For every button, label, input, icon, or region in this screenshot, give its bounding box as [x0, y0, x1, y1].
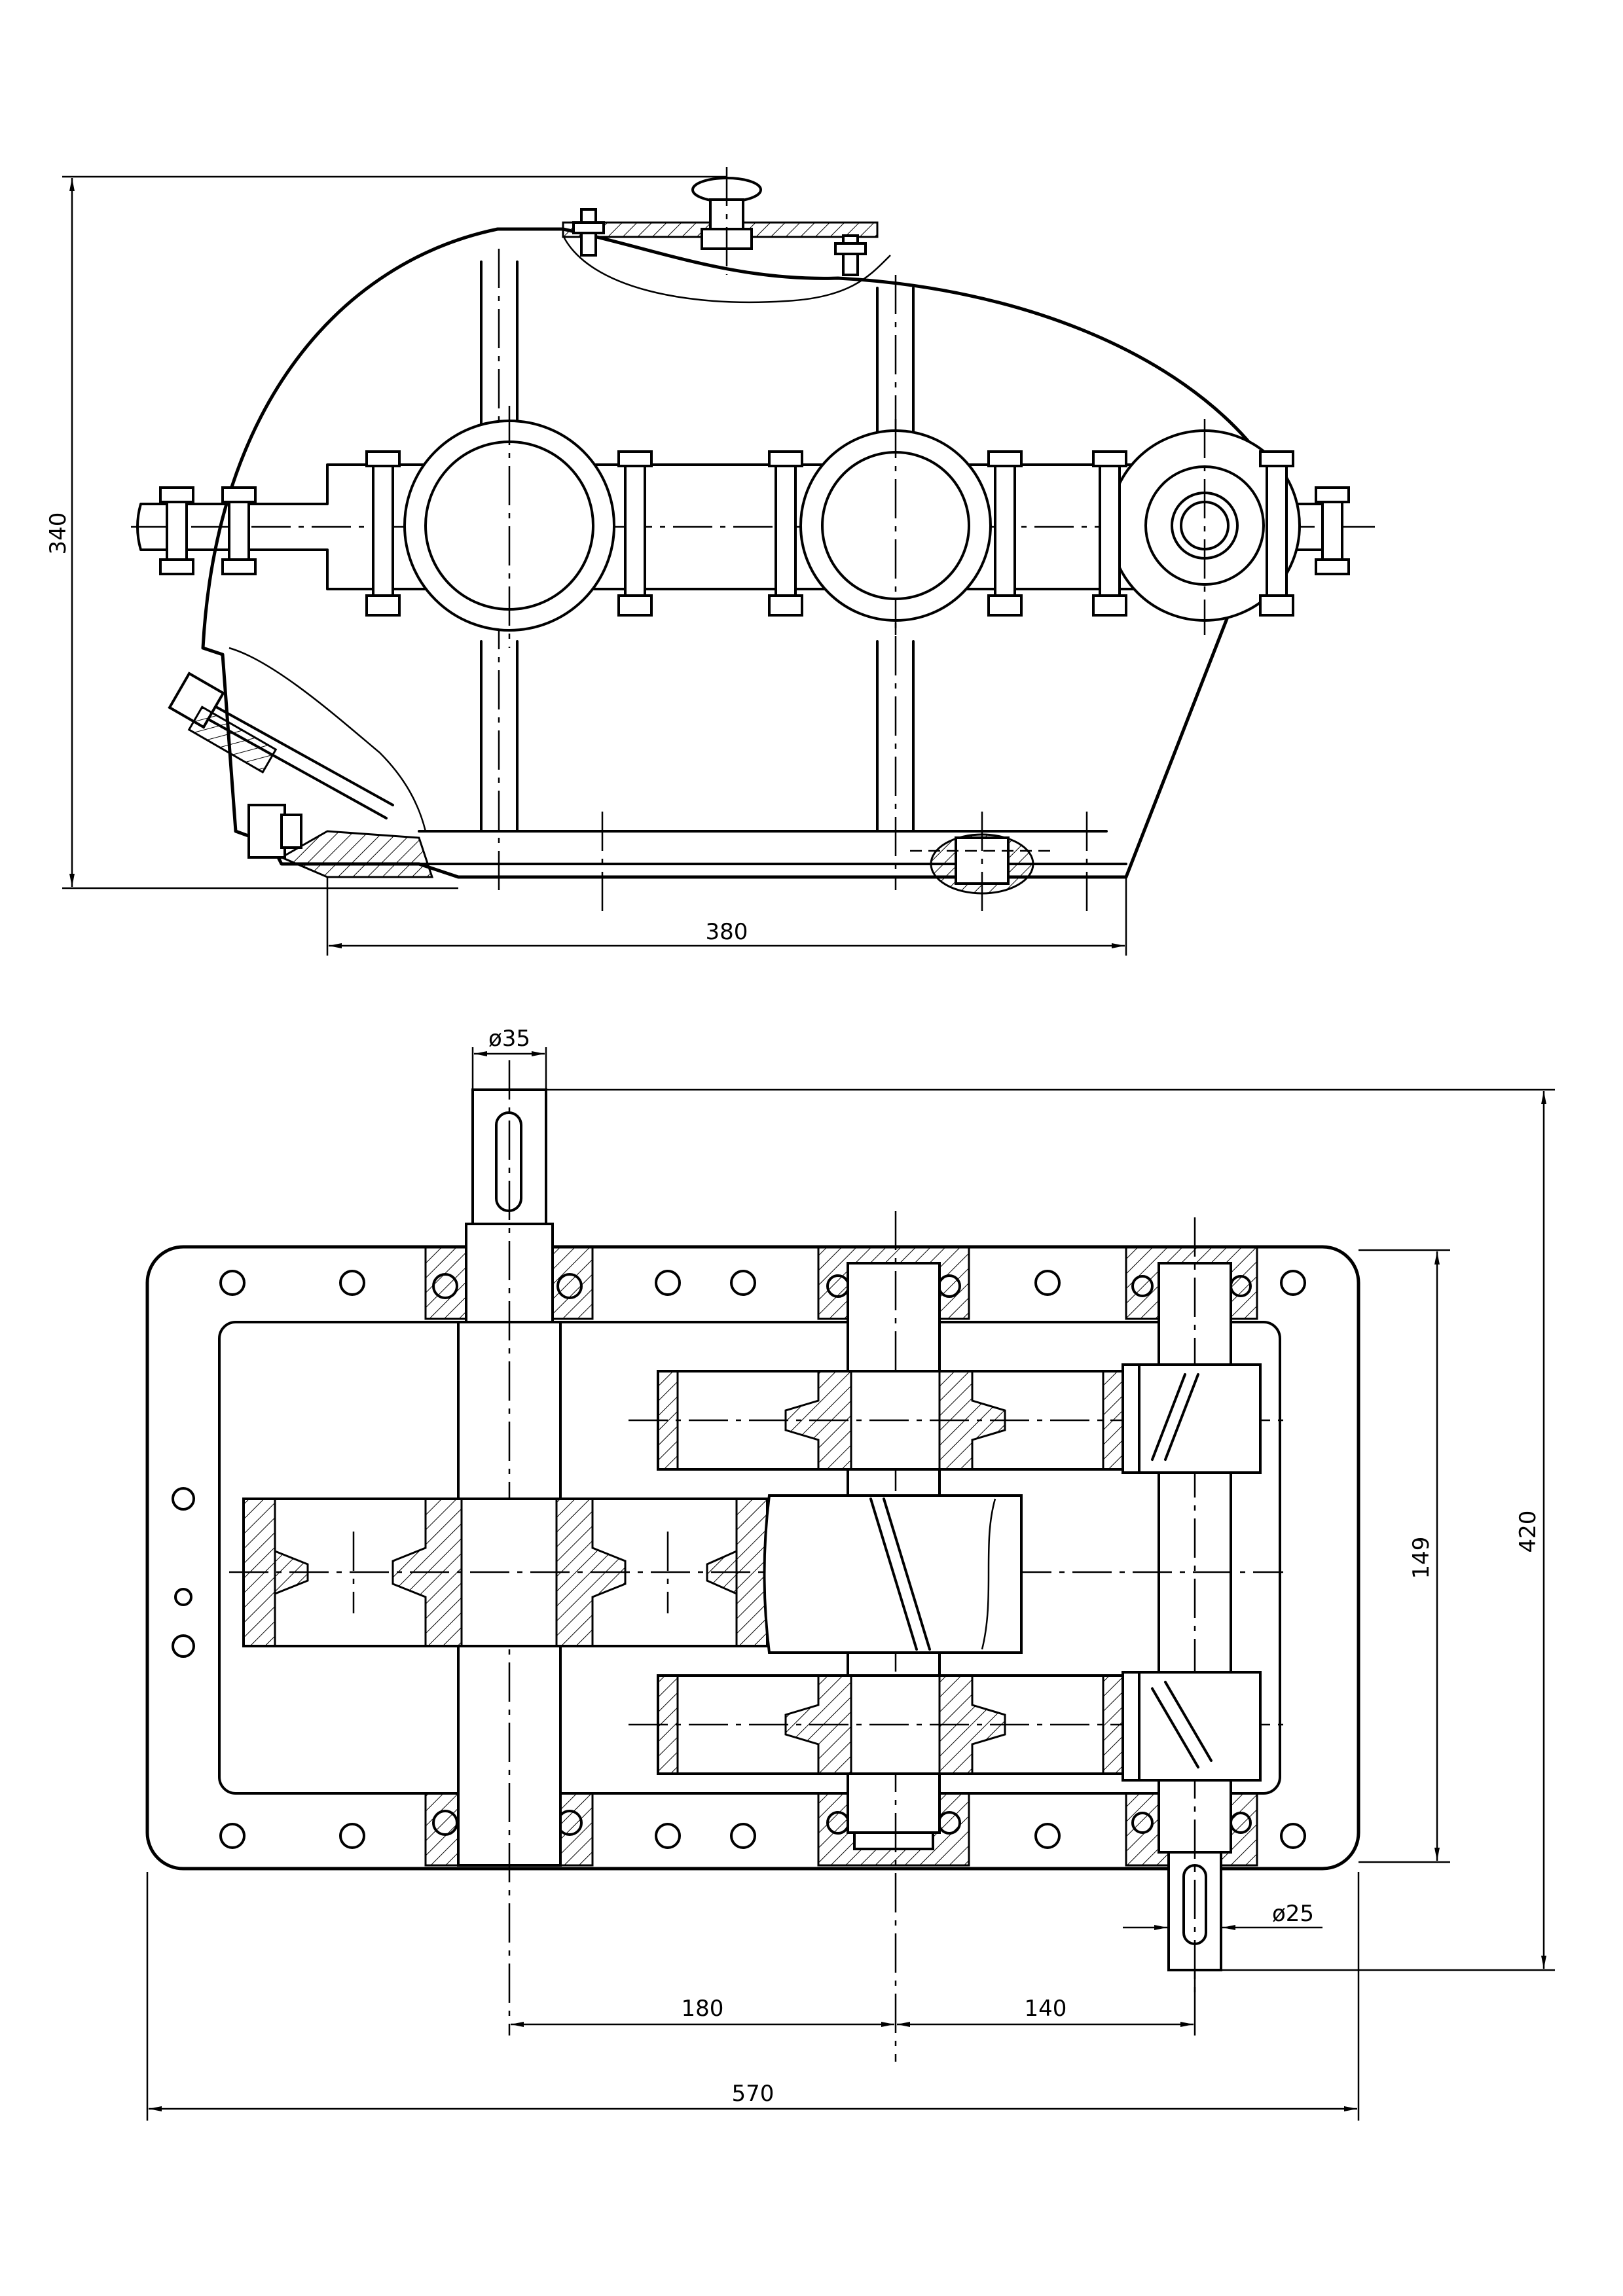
base-length-label: 380 — [706, 919, 748, 945]
helical-gear-upper-right — [1122, 1363, 1262, 1474]
housing-depth-label: 149 — [1408, 1537, 1434, 1579]
height-dimension-label: 340 — [45, 512, 71, 555]
elevation-view: 340 380 — [45, 167, 1375, 956]
flange-bolts — [159, 450, 1350, 617]
housing-outline — [201, 227, 1259, 879]
bearing-boss-right — [1108, 419, 1301, 635]
helical-pinion-center — [763, 1494, 1023, 1654]
housing-base — [418, 812, 1127, 916]
dimension-housing-depth: 149 — [1359, 1249, 1450, 1863]
ball-bearings — [432, 1273, 1252, 1836]
input-shaft-diameter-label: ø35 — [488, 1026, 530, 1052]
bearing-boss-middle — [799, 419, 992, 635]
dimension-output-diameter: ø25 — [1123, 1901, 1322, 1930]
center-distance-second-label: 140 — [1025, 1996, 1067, 2022]
vent-plug-icon — [691, 167, 762, 275]
cover-bolt-left — [572, 208, 605, 257]
plan-housing-inner — [218, 1321, 1281, 1795]
dimension-base-length: 380 — [326, 877, 1127, 956]
second-stage-gear-upper — [629, 1370, 1283, 1471]
overall-depth-label: 420 — [1515, 1511, 1541, 1553]
dimension-overall-length: 570 — [146, 1872, 1360, 2121]
cover-bolt-right — [834, 234, 867, 276]
oil-dipstick-icon — [168, 647, 434, 878]
helical-gear-lower-right — [1122, 1671, 1262, 1782]
top-cutaway-line — [562, 235, 891, 304]
plan-housing-outer — [145, 1245, 1360, 1871]
dimension-input-diameter: ø35 — [471, 1026, 547, 1090]
center-distance-first-label: 180 — [682, 1996, 724, 2022]
second-stage-gear-lower — [629, 1674, 1283, 1775]
output-shaft-diameter-label: ø25 — [1272, 1901, 1314, 1927]
plan-bolt-holes — [172, 1270, 1306, 1849]
first-stage-gear — [229, 1498, 1283, 1647]
plan-view: ø35 ø25 420 149 180 14 — [145, 1026, 1555, 2121]
dimension-center-distances: 180 140 — [508, 1970, 1196, 2036]
output-shaft — [1158, 1217, 1232, 1996]
bearing-boss-left — [403, 406, 615, 648]
dimension-overall-depth: 420 — [546, 1088, 1555, 1971]
overall-length-label: 570 — [732, 2081, 775, 2107]
dimension-height: 340 — [45, 175, 727, 889]
